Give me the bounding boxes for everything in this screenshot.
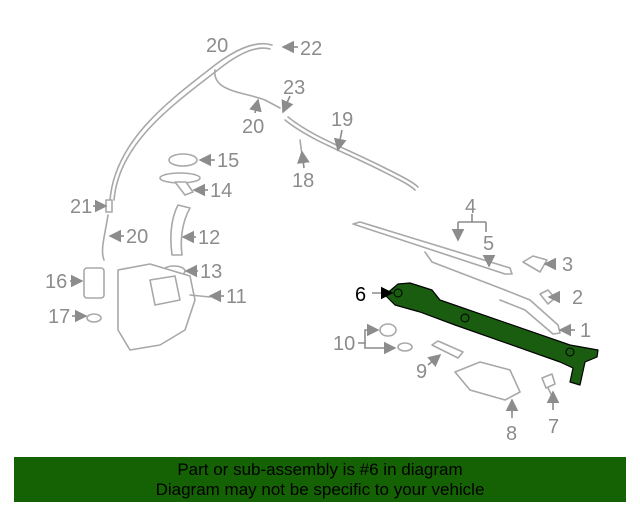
callout-11[interactable]: 11 xyxy=(226,286,247,308)
wiper-blade-arm xyxy=(352,221,561,403)
callout-19[interactable]: 19 xyxy=(331,109,353,131)
callout-20[interactable]: 20 xyxy=(206,35,228,57)
callout-17[interactable]: 17 xyxy=(48,306,70,328)
callout-2[interactable]: 2 xyxy=(572,287,583,309)
callout-9[interactable]: 9 xyxy=(416,361,427,383)
callout-1[interactable]: 1 xyxy=(580,320,591,342)
wiper-linkage-part-6[interactable] xyxy=(384,282,599,386)
callout-5[interactable]: 5 xyxy=(483,233,494,255)
callout-14[interactable]: 14 xyxy=(210,180,232,202)
callout-21[interactable]: 21 xyxy=(70,196,92,218)
banner-line-part: Part or sub-assembly is #6 in diagram xyxy=(177,460,463,479)
callout-8[interactable]: 8 xyxy=(506,423,517,445)
callout-3[interactable]: 3 xyxy=(562,254,573,276)
washer-hose xyxy=(101,42,419,261)
callout-7[interactable]: 7 xyxy=(548,416,559,438)
callout-4[interactable]: 4 xyxy=(465,196,476,218)
callout-13[interactable]: 13 xyxy=(200,261,222,283)
leader-lines xyxy=(70,40,575,418)
callout-12[interactable]: 12 xyxy=(198,227,220,249)
callouts: 20 22 23 20 19 18 15 14 21 20 12 16 13 1… xyxy=(45,35,591,445)
callout-6-selected[interactable]: 6 xyxy=(355,284,366,306)
washer-reservoir xyxy=(83,153,211,351)
callout-18[interactable]: 18 xyxy=(292,170,314,192)
callout-10[interactable]: 10 xyxy=(333,333,355,355)
callout-16[interactable]: 16 xyxy=(45,271,67,293)
callout-20[interactable]: 20 xyxy=(126,226,148,248)
callout-23[interactable]: 23 xyxy=(283,77,305,99)
callout-20[interactable]: 20 xyxy=(242,116,264,138)
callout-22[interactable]: 22 xyxy=(300,38,322,60)
part-info-banner: Part or sub-assembly is #6 in diagram Di… xyxy=(14,457,626,502)
banner-line-disclaimer: Diagram may not be specific to your vehi… xyxy=(155,480,485,499)
callout-15[interactable]: 15 xyxy=(217,150,239,172)
